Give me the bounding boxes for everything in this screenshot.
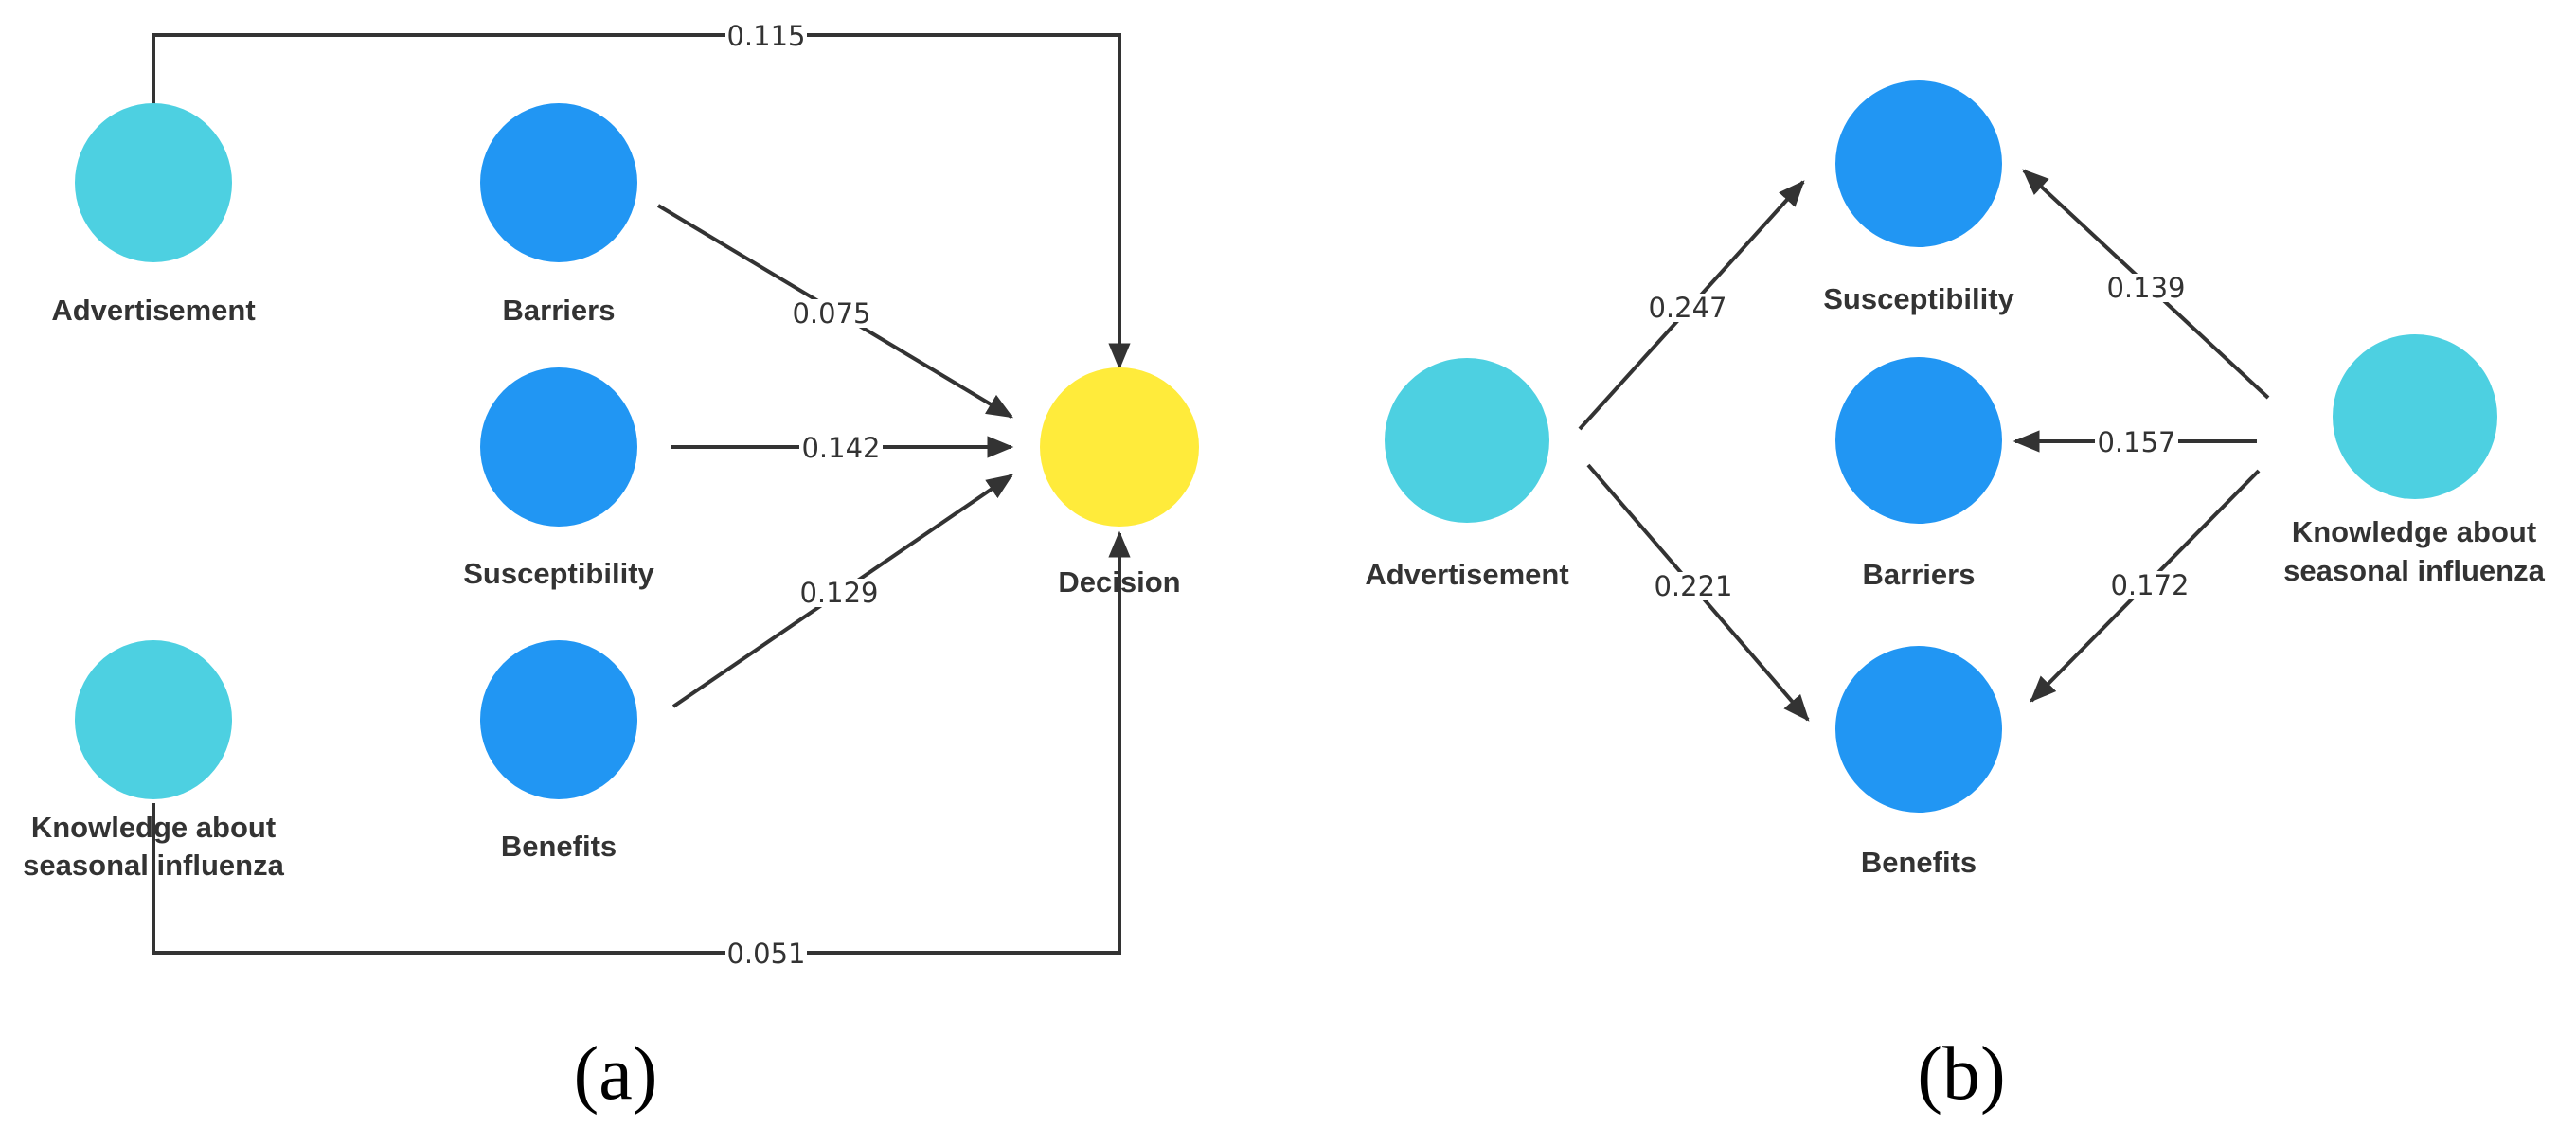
path-coefficient-b-advertisement-susceptibility: 0.247 xyxy=(1648,292,1726,324)
panel-caption-a: (a) xyxy=(574,1032,658,1116)
node-a-benefits xyxy=(480,640,637,799)
panel-caption-b: (b) xyxy=(1917,1032,2005,1116)
path-coefficient-b-knowledge-barriers: 0.157 xyxy=(2097,426,2175,458)
edge-label-bg xyxy=(725,939,807,966)
edge-label-bg xyxy=(799,434,883,460)
edge-a-knowledge-decision xyxy=(152,530,1131,955)
node-b-susceptibility xyxy=(1835,80,2002,247)
node-label-a-susceptibility: Susceptibility xyxy=(463,557,654,590)
path-coefficient-a-knowledge-decision: 0.051 xyxy=(726,938,805,970)
edge-label-bg xyxy=(2095,428,2178,455)
node-label-b-knowledge-line1: Knowledge about xyxy=(2292,515,2536,548)
edge-a-advertisement-decision xyxy=(152,33,1131,370)
edge-label-bg xyxy=(2104,274,2188,302)
node-label-a-decision: Decision xyxy=(1058,565,1180,599)
node-label-b-benefits: Benefits xyxy=(1861,846,1977,879)
node-label-a-knowledge-line2: seasonal influenza xyxy=(23,849,284,882)
panel-b: 0.247 0.221 0.139 0.157 0.172 Advertisem… xyxy=(1365,80,2546,1116)
edge-label-bg xyxy=(1646,294,1729,322)
path-coefficient-a-advertisement-decision: 0.115 xyxy=(726,20,805,52)
path-coefficient-b-advertisement-benefits: 0.221 xyxy=(1654,570,1732,602)
node-a-decision xyxy=(1040,367,1199,527)
node-a-knowledge xyxy=(75,640,232,799)
edge-label-bg xyxy=(2108,571,2191,599)
node-label-a-knowledge-line1: Knowledge about xyxy=(31,811,276,844)
edge-label-bg xyxy=(725,22,807,48)
panel-a: 0.115 0.051 0.075 0.142 0.129 Advertisem… xyxy=(23,20,1199,1116)
node-a-susceptibility xyxy=(480,367,637,527)
edge-label-bg xyxy=(1652,572,1735,600)
node-b-advertisement xyxy=(1385,358,1549,523)
path-coefficient-a-susceptibility-decision: 0.142 xyxy=(801,432,880,464)
node-a-barriers xyxy=(480,103,637,262)
edge-label-bg xyxy=(790,299,873,328)
node-label-b-barriers: Barriers xyxy=(1863,558,1976,591)
node-b-barriers xyxy=(1835,357,2002,524)
node-label-b-knowledge-line2: seasonal influenza xyxy=(2283,554,2545,587)
path-coefficient-a-barriers-decision: 0.075 xyxy=(792,297,870,330)
node-label-b-susceptibility: Susceptibility xyxy=(1823,282,2014,315)
node-a-advertisement xyxy=(75,103,232,262)
node-label-a-advertisement: Advertisement xyxy=(51,294,255,327)
node-label-a-barriers: Barriers xyxy=(503,294,616,327)
node-b-benefits xyxy=(1835,646,2002,813)
path-coefficient-b-knowledge-susceptibility: 0.139 xyxy=(2106,272,2185,304)
path-coefficient-a-benefits-decision: 0.129 xyxy=(799,577,878,609)
node-label-b-advertisement: Advertisement xyxy=(1365,558,1568,591)
edge-label-bg xyxy=(797,579,881,607)
node-label-a-benefits: Benefits xyxy=(501,830,617,863)
node-b-knowledge xyxy=(2333,334,2497,499)
path-coefficient-b-knowledge-benefits: 0.172 xyxy=(2110,569,2189,601)
